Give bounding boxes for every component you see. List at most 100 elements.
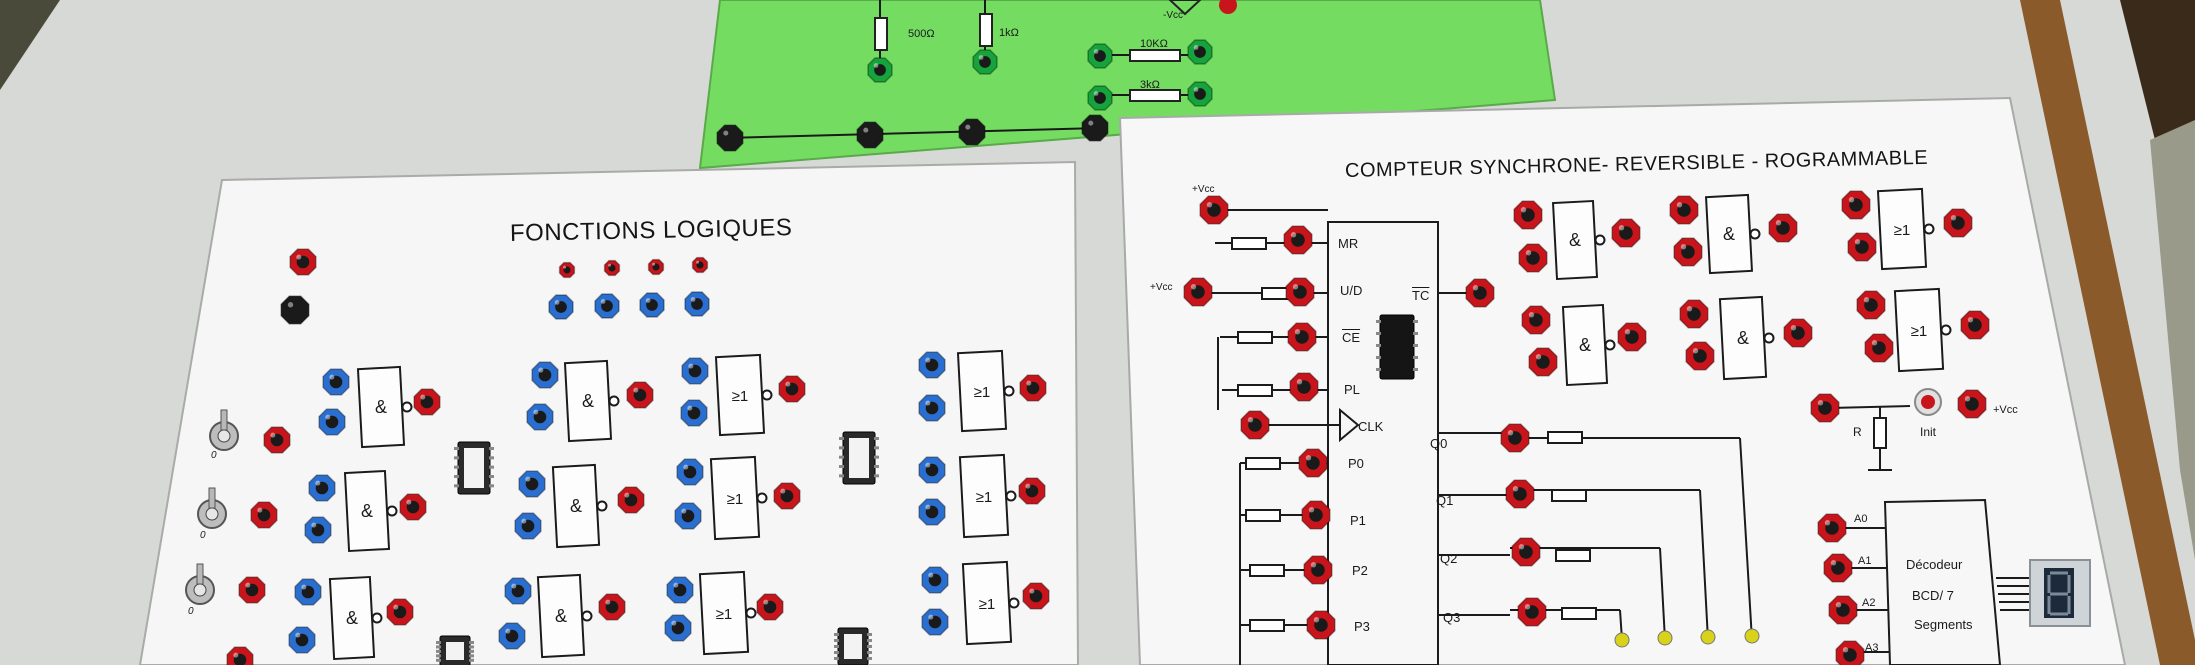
red-terminal[interactable] [1518, 243, 1548, 273]
red-terminal[interactable] [691, 256, 709, 274]
red-terminal[interactable] [250, 501, 278, 529]
blue-terminal[interactable] [594, 293, 620, 319]
blue-terminal[interactable] [666, 576, 694, 604]
red-terminal[interactable] [1817, 513, 1847, 543]
toggle-switch[interactable] [185, 563, 215, 605]
blue-terminal[interactable] [294, 578, 322, 606]
blue-terminal[interactable] [918, 351, 946, 379]
red-terminal[interactable] [1611, 218, 1641, 248]
red-terminal[interactable] [1835, 640, 1865, 665]
red-terminal[interactable] [617, 486, 645, 514]
red-terminal[interactable] [598, 593, 626, 621]
blue-terminal[interactable] [308, 474, 336, 502]
blue-terminal[interactable] [531, 361, 559, 389]
red-terminal[interactable] [1823, 553, 1853, 583]
red-terminal[interactable] [289, 248, 317, 276]
blue-terminal[interactable] [664, 614, 692, 642]
green-terminal[interactable] [972, 49, 998, 75]
red-terminal[interactable] [558, 261, 576, 279]
red-terminal[interactable] [1183, 277, 1213, 307]
blue-terminal[interactable] [918, 498, 946, 526]
green-terminal[interactable] [867, 57, 893, 83]
red-terminal[interactable] [1513, 200, 1543, 230]
red-terminal[interactable] [1673, 237, 1703, 267]
red-terminal[interactable] [1847, 232, 1877, 262]
red-terminal[interactable] [1199, 195, 1229, 225]
black-terminal[interactable] [716, 124, 744, 152]
blue-terminal[interactable] [918, 456, 946, 484]
red-terminal[interactable] [238, 576, 266, 604]
blue-terminal[interactable] [921, 608, 949, 636]
red-terminal[interactable] [1505, 479, 1535, 509]
red-terminal[interactable] [1301, 500, 1331, 530]
red-terminal[interactable] [1679, 299, 1709, 329]
red-terminal[interactable] [1960, 310, 1990, 340]
red-terminal[interactable] [1019, 374, 1047, 402]
toggle-switch[interactable] [197, 487, 227, 529]
blue-terminal[interactable] [548, 294, 574, 320]
red-terminal[interactable] [226, 646, 254, 665]
green-terminal[interactable] [1087, 43, 1113, 69]
toggle-switch[interactable] [209, 409, 239, 451]
red-terminal[interactable] [1303, 555, 1333, 585]
blue-terminal[interactable] [918, 394, 946, 422]
red-terminal[interactable] [1298, 448, 1328, 478]
red-terminal[interactable] [1306, 610, 1336, 640]
red-terminal[interactable] [1018, 477, 1046, 505]
red-terminal[interactable] [1289, 372, 1319, 402]
red-terminal[interactable] [756, 593, 784, 621]
blue-terminal[interactable] [318, 408, 346, 436]
black-terminal[interactable] [1081, 114, 1109, 142]
red-terminal[interactable] [647, 258, 665, 276]
red-terminal[interactable] [1669, 195, 1699, 225]
red-terminal[interactable] [1022, 582, 1050, 610]
red-terminal[interactable] [1283, 225, 1313, 255]
blue-terminal[interactable] [674, 502, 702, 530]
red-terminal[interactable] [773, 482, 801, 510]
blue-terminal[interactable] [514, 512, 542, 540]
blue-terminal[interactable] [676, 458, 704, 486]
red-terminal[interactable] [1957, 389, 1987, 419]
blue-terminal[interactable] [518, 470, 546, 498]
green-terminal[interactable] [1187, 39, 1213, 65]
blue-terminal[interactable] [322, 368, 350, 396]
red-terminal[interactable] [1768, 213, 1798, 243]
red-terminal[interactable] [413, 388, 441, 416]
red-terminal[interactable] [1856, 290, 1886, 320]
red-terminal[interactable] [1528, 347, 1558, 377]
red-terminal[interactable] [1617, 322, 1647, 352]
red-terminal[interactable] [1511, 537, 1541, 567]
red-terminal[interactable] [1864, 333, 1894, 363]
red-terminal[interactable] [1285, 277, 1315, 307]
blue-terminal[interactable] [684, 291, 710, 317]
blue-terminal[interactable] [680, 399, 708, 427]
black-terminal[interactable] [280, 295, 310, 325]
red-terminal[interactable] [1465, 278, 1495, 308]
blue-terminal[interactable] [639, 292, 665, 318]
red-terminal[interactable] [1943, 208, 1973, 238]
red-terminal[interactable] [626, 381, 654, 409]
red-terminal[interactable] [778, 375, 806, 403]
red-terminal[interactable] [399, 493, 427, 521]
blue-terminal[interactable] [304, 516, 332, 544]
red-terminal[interactable] [1287, 322, 1317, 352]
green-terminal[interactable] [1087, 85, 1113, 111]
red-terminal[interactable] [1828, 595, 1858, 625]
black-terminal[interactable] [958, 118, 986, 146]
red-terminal[interactable] [1810, 393, 1840, 423]
blue-terminal[interactable] [504, 577, 532, 605]
red-terminal[interactable] [1240, 410, 1270, 440]
red-terminal[interactable] [1219, 0, 1237, 14]
red-terminal[interactable] [1517, 597, 1547, 627]
red-terminal[interactable] [386, 598, 414, 626]
red-terminal[interactable] [1783, 318, 1813, 348]
red-terminal[interactable] [1841, 190, 1871, 220]
blue-terminal[interactable] [526, 403, 554, 431]
blue-terminal[interactable] [921, 566, 949, 594]
red-terminal[interactable] [1521, 305, 1551, 335]
red-terminal[interactable] [263, 426, 291, 454]
blue-terminal[interactable] [288, 626, 316, 654]
red-terminal[interactable] [1500, 423, 1530, 453]
blue-terminal[interactable] [681, 357, 709, 385]
black-terminal[interactable] [856, 121, 884, 149]
